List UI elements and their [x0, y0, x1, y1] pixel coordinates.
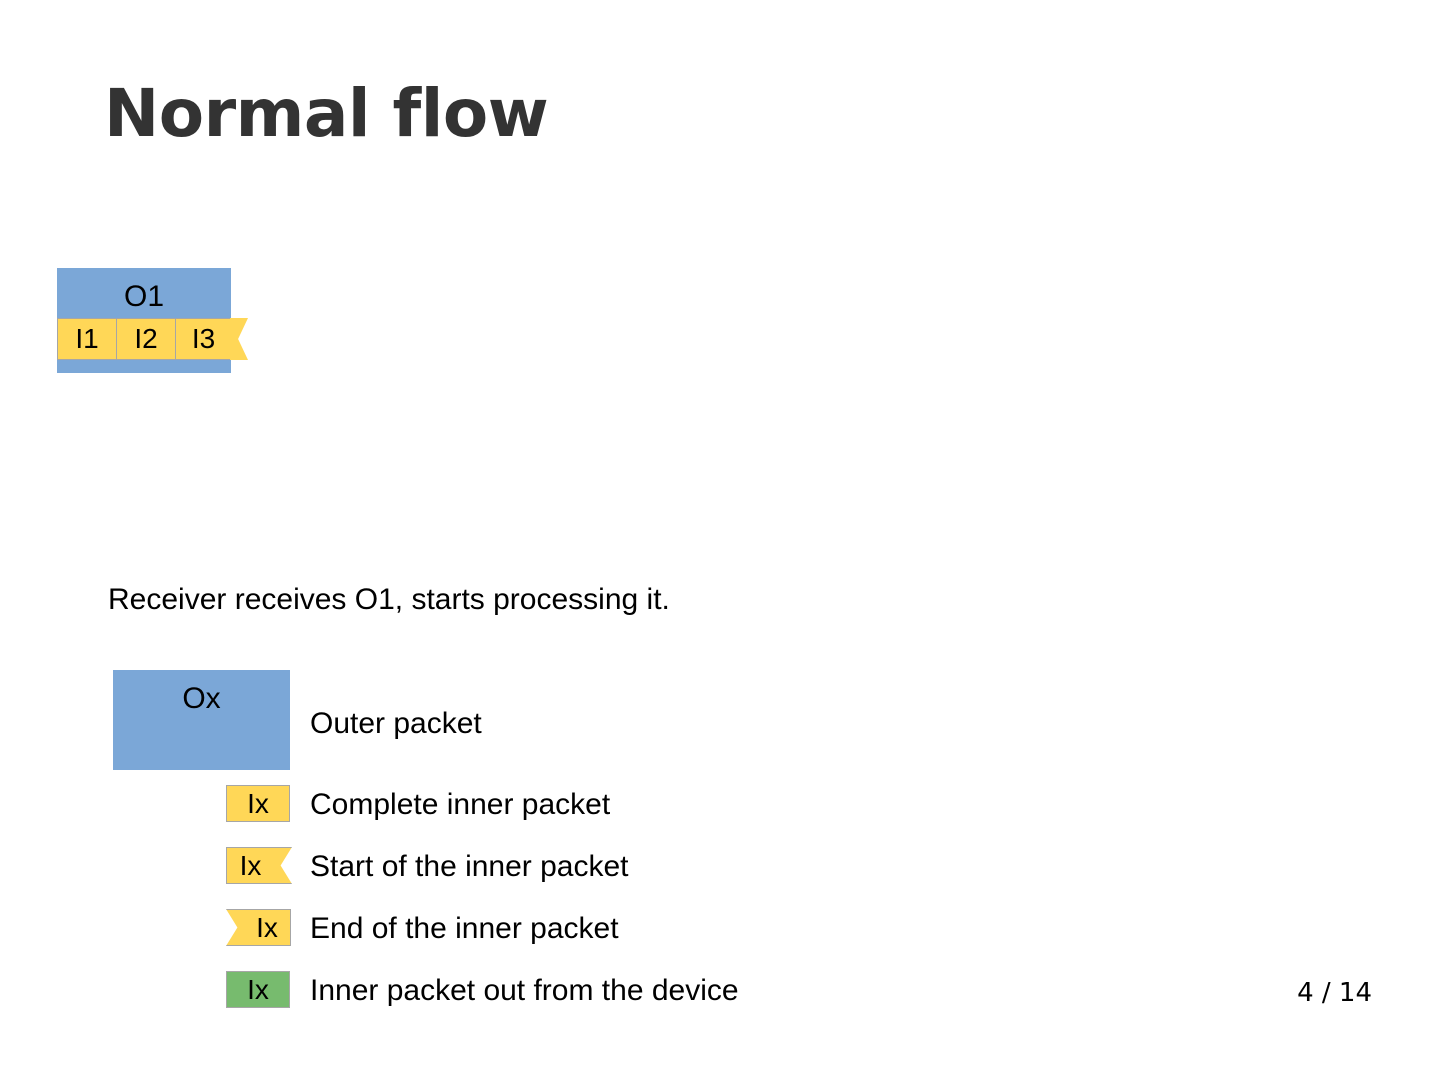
legend-label-end-inner-packet: End of the inner packet [310, 912, 619, 945]
inner-packet-row: I1 I2 I3 [57, 318, 248, 360]
chevron-right-icon [273, 847, 292, 884]
legend-swatch-inner-packet-out: Ix [226, 971, 290, 1008]
page-number: 4 / 14 [1297, 978, 1372, 1008]
outer-packet-label: O1 [123, 280, 165, 313]
legend-swatch-end-inner-packet: Ix [244, 909, 291, 946]
inner-packet-segment-i3: I3 [175, 318, 231, 360]
legend-swatch-complete-inner-packet: Ix [226, 785, 290, 822]
legend-label-complete-inner-packet: Complete inner packet [310, 788, 611, 821]
page-title: Normal flow [104, 75, 549, 152]
legend-swatch-start-inner-packet: Ix [226, 847, 274, 884]
body-text: Receiver receives O1, starts processing … [108, 583, 670, 616]
legend-label-inner-packet-out: Inner packet out from the device [310, 974, 739, 1007]
packet-diagram: O1 I1 I2 I3 [57, 268, 248, 373]
legend-swatch-outer-packet-label: Ox [182, 682, 221, 715]
inner-packet-segment-i2: I2 [116, 318, 176, 360]
chevron-notch-left-icon [226, 909, 245, 946]
legend-label-outer-packet: Outer packet [310, 707, 482, 740]
legend-swatch-outer-packet: Ox [113, 670, 290, 770]
legend-label-start-inner-packet: Start of the inner packet [310, 850, 629, 883]
